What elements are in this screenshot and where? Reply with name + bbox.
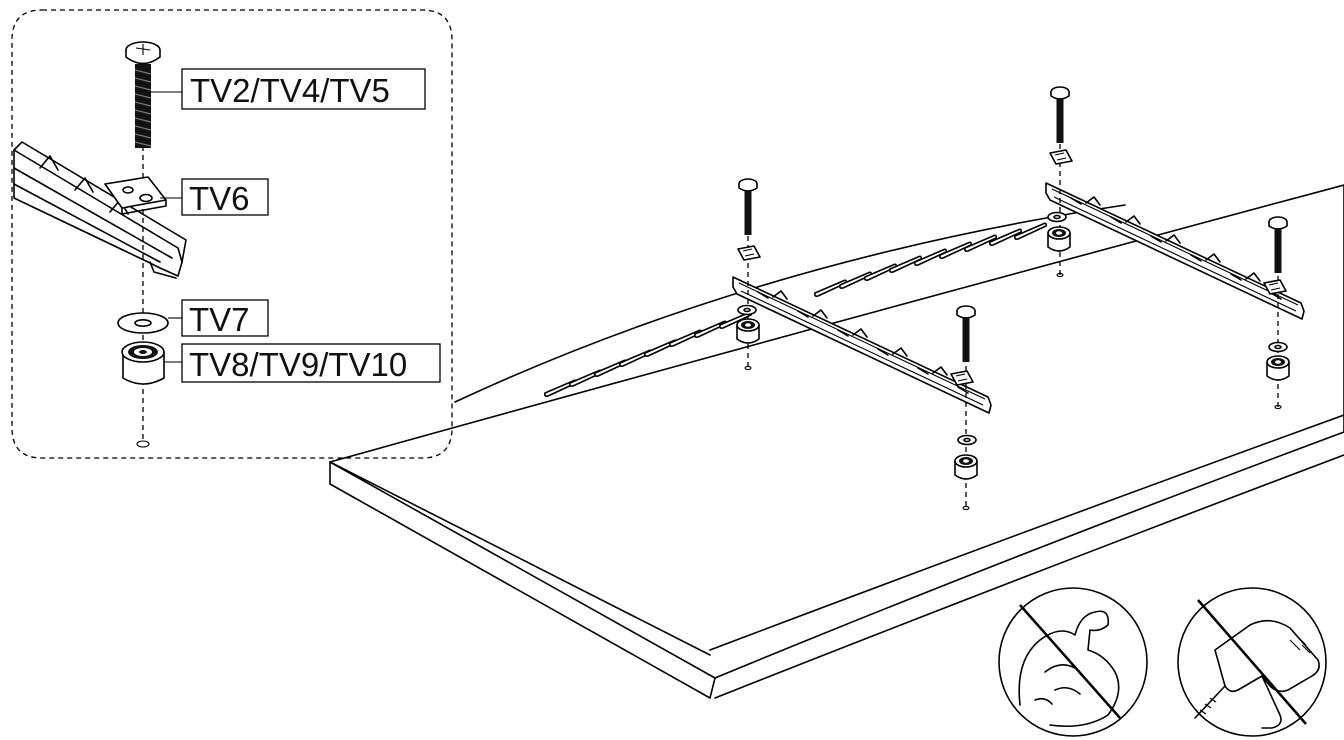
power-drill-prohibited-icon	[1177, 587, 1327, 737]
detail-callout: TV2/TV4/TV5 TV6 TV7 TV8/TV9/TV10	[11, 9, 453, 459]
svg-text:TV7: TV7	[189, 301, 250, 338]
bolt	[1050, 86, 1070, 144]
spacer	[954, 454, 978, 480]
washer	[957, 434, 977, 446]
label-washer: TV7	[181, 299, 269, 338]
svg-text:TV6: TV6	[189, 180, 250, 217]
washer	[1047, 211, 1067, 223]
callout-rail-fragment	[13, 141, 187, 279]
right-bracket-assembly	[1045, 86, 1305, 410]
svg-text:TV2/TV4/TV5: TV2/TV4/TV5	[190, 72, 390, 109]
washer	[1268, 341, 1288, 353]
callout-plate	[104, 176, 167, 215]
flexed-arm-prohibited-icon	[998, 587, 1148, 737]
tv-panel	[329, 184, 1344, 699]
label-spacer: TV8/TV9/TV10	[181, 343, 441, 383]
label-plate: TV6	[181, 178, 269, 217]
washer	[737, 304, 757, 316]
svg-text:TV8/TV9/TV10: TV8/TV9/TV10	[189, 346, 407, 383]
plate	[737, 245, 761, 261]
callout-washer	[117, 312, 169, 334]
spacer	[736, 318, 760, 344]
label-bolt: TV2/TV4/TV5	[181, 68, 426, 110]
callout-bolt	[125, 41, 161, 148]
left-bracket-assembly	[732, 178, 992, 511]
callout-spacer	[121, 341, 165, 385]
plate	[1049, 149, 1073, 165]
spacer	[1047, 226, 1071, 252]
bolt	[738, 178, 758, 236]
spacer	[1266, 355, 1290, 381]
